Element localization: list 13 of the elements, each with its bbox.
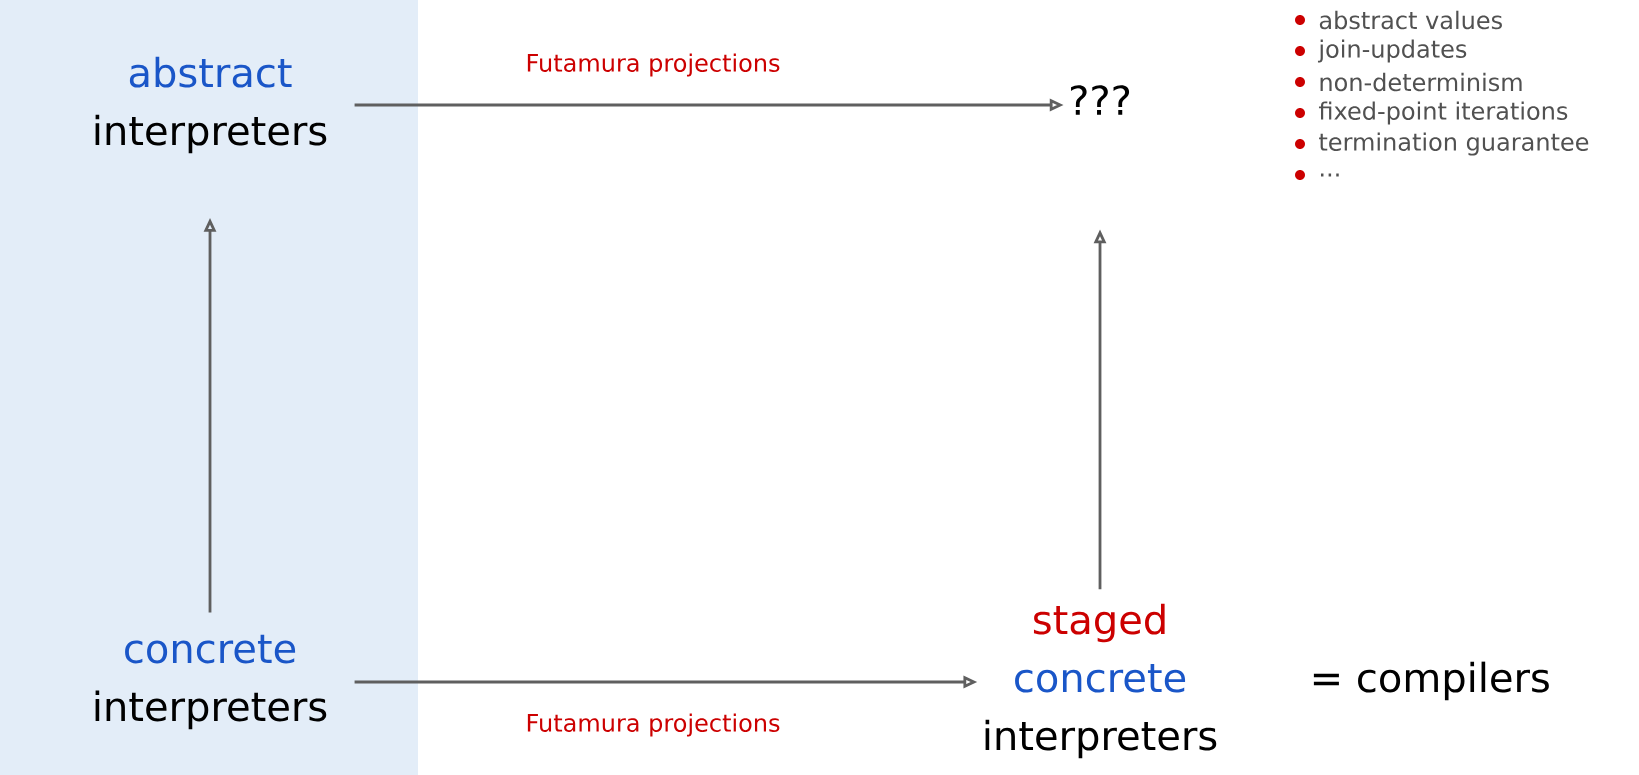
- node-label: concrete interpreters: [95, 634, 327, 730]
- list-item: ...: [1321, 173, 1339, 177]
- edge-label: Futamura projections: [523, 51, 783, 79]
- node-label: abstract interpreters: [95, 56, 327, 154]
- list-item: join-updates: [1317, 39, 1467, 63]
- list-item: fixed-point iterations: [1318, 101, 1568, 125]
- node-label: staged concrete interpreters: [985, 603, 1217, 759]
- equation-text: = compilers: [1313, 661, 1549, 701]
- list-item: termination guarantee: [1319, 132, 1589, 156]
- list-item: abstract values: [1319, 10, 1502, 30]
- node-label: ???: [1071, 85, 1130, 115]
- edge-label: Futamura projections: [523, 711, 783, 739]
- list-item: non-determinism: [1320, 72, 1522, 92]
